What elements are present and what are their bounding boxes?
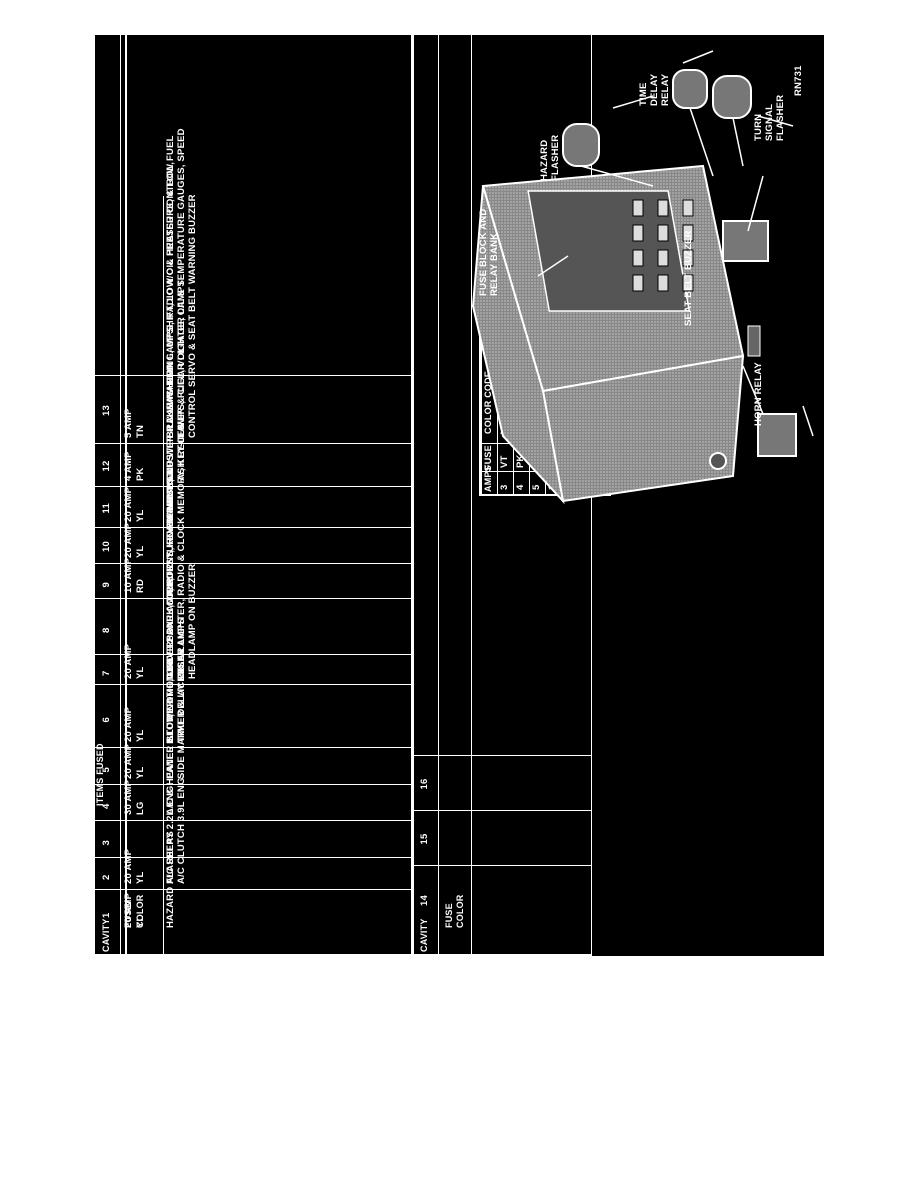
hazard-flasher-label: FLASHER (550, 134, 561, 181)
fuse-block-diagram (471, 50, 814, 505)
horn-relay-icon (742, 365, 814, 457)
time-delay-relay-label: DELAY (649, 73, 660, 106)
fuse-block-icon (471, 164, 761, 505)
turn-signal-flasher-label: SIGNAL (764, 103, 775, 141)
figure-id-label: RN731 (793, 65, 804, 96)
hazard-flasher-label: HAZARD (539, 139, 550, 181)
seat-belt-buzzer-label: SEAT BELT BUZZER (683, 230, 694, 326)
seat-belt-buzzer-icon (722, 175, 769, 262)
fuse-block-label: RELAY BANK (489, 232, 500, 296)
hazard-flasher-icon (562, 95, 654, 187)
time-delay-relay-icon (672, 50, 714, 177)
turn-signal-flasher-label: FLASHER (775, 94, 786, 141)
time-delay-relay-label: TIME (638, 82, 649, 107)
turn-signal-flasher-icon (712, 75, 794, 167)
turn-signal-flasher-label: TURN (753, 113, 764, 141)
horn-relay-label: HORN RELAY (753, 362, 764, 426)
time-delay-relay-label: RELAY (660, 73, 671, 106)
fuse-block-label: FUSE BLOCK AND (478, 208, 489, 296)
